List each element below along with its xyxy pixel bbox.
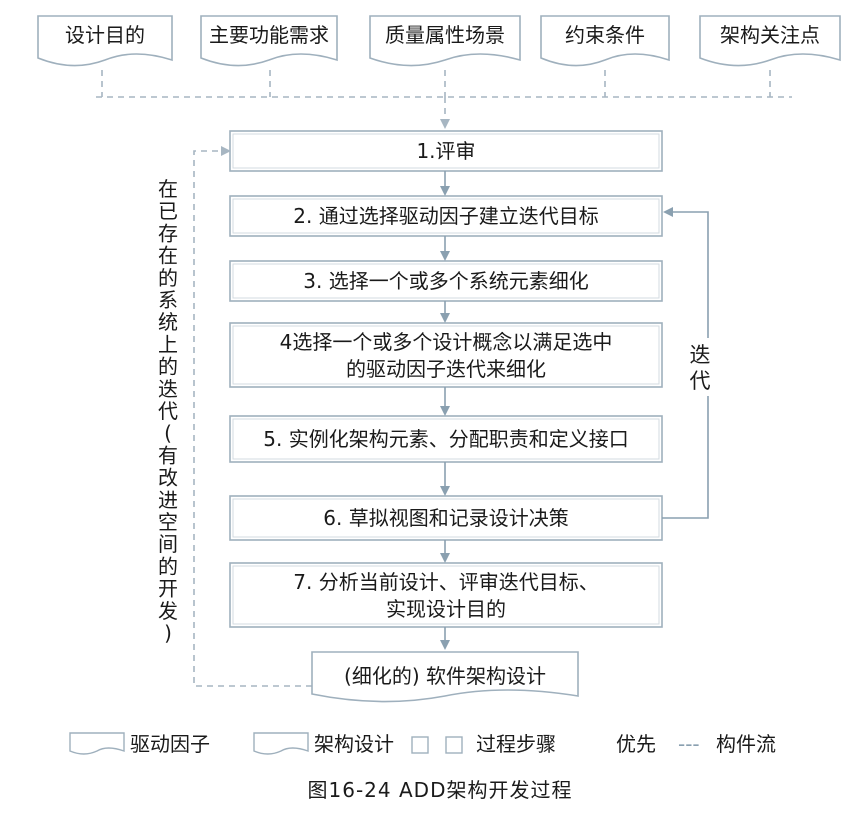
existing-system-label-char: ( bbox=[164, 421, 172, 445]
existing-system-label-bg bbox=[148, 172, 188, 642]
input-label: 质量属性场景 bbox=[385, 23, 505, 47]
input-doc-constraints: 约束条件 bbox=[540, 15, 670, 67]
existing-system-loop-arrow bbox=[193, 146, 312, 687]
iteration-loop: 迭 代 bbox=[662, 207, 724, 519]
step-box-inner bbox=[232, 565, 660, 625]
step-label: 5. 实例化架构元素、分配职责和定义接口 bbox=[263, 427, 628, 451]
step-box-inner bbox=[232, 198, 660, 234]
step-6-sketch-views: 6. 草拟视图和记录设计决策 bbox=[229, 495, 663, 541]
output-label: (细化的) 软件架构设计 bbox=[344, 664, 546, 688]
document-shape-icon bbox=[311, 651, 579, 703]
input-doc-architecture-concerns: 架构关注点 bbox=[699, 15, 841, 67]
legend-artifact-flow: 构件流 bbox=[716, 732, 776, 756]
existing-system-label-char: 间 bbox=[158, 532, 178, 556]
input-doc-design-purpose: 设计目的 bbox=[37, 15, 173, 67]
existing-system-label-char: 在 bbox=[158, 244, 178, 268]
existing-system-label-char: 在 bbox=[158, 177, 178, 201]
arch-design-legend-icon bbox=[253, 732, 309, 755]
step-label-line-2: 实现设计目的 bbox=[386, 597, 506, 621]
driver-legend-icon bbox=[69, 732, 125, 755]
box-legend-icon bbox=[445, 736, 463, 754]
step-box bbox=[229, 260, 663, 302]
box-legend-icon bbox=[411, 736, 429, 754]
step-7-analyze-design: 7. 分析当前设计、评审迭代目标、 实现设计目的 bbox=[229, 562, 663, 628]
figure-caption: 图16-24 ADD架构开发过程 bbox=[308, 778, 573, 802]
legend-process-step: 过程步骤 bbox=[476, 732, 556, 756]
legend-priority: 优先 bbox=[616, 732, 656, 756]
legend-arch-design: 架构设计 bbox=[314, 732, 394, 756]
step-label: 2. 通过选择驱动因子建立迭代目标 bbox=[293, 204, 598, 228]
step-box-inner bbox=[232, 498, 660, 538]
existing-system-label-char: 系 bbox=[158, 288, 178, 312]
iteration-label-char: 代 bbox=[690, 369, 711, 393]
input-doc-quality-attribute-scenarios: 质量属性场景 bbox=[369, 15, 521, 67]
existing-system-label-char: 统 bbox=[158, 310, 178, 334]
document-shape-icon bbox=[200, 15, 338, 67]
step-1-review: 1.评审 bbox=[229, 130, 663, 172]
step-box-inner bbox=[232, 133, 660, 169]
document-shape-icon bbox=[699, 15, 841, 67]
step-box bbox=[229, 495, 663, 541]
existing-system-label-char: 有 bbox=[158, 443, 178, 467]
input-documents: 设计目的 主要功能需求 质量属性场景 约束条件 架构关注点 bbox=[37, 15, 841, 67]
existing-system-label-char: 空 bbox=[158, 510, 178, 534]
document-shape-icon bbox=[540, 15, 670, 67]
step-3-choose-elements: 3. 选择一个或多个系统元素细化 bbox=[229, 260, 663, 302]
step-box bbox=[229, 195, 663, 237]
input-label: 设计目的 bbox=[65, 23, 145, 47]
input-label: 约束条件 bbox=[565, 23, 645, 47]
existing-system-label-char: 的 bbox=[158, 266, 178, 290]
step-label-line-2: 的驱动因子迭代来细化 bbox=[346, 357, 546, 381]
process-steps: 1.评审 2. 通过选择驱动因子建立迭代目标 3. 选择一个或多个系统元素细化 … bbox=[229, 130, 663, 628]
step-label-line-1: 7. 分析当前设计、评审迭代目标、 bbox=[293, 570, 598, 594]
existing-system-label-char: 已 bbox=[158, 199, 178, 223]
existing-system-label-char: 的 bbox=[158, 554, 178, 578]
step-box bbox=[229, 322, 663, 388]
input-label: 主要功能需求 bbox=[209, 23, 329, 47]
step-2-establish-iteration-goal: 2. 通过选择驱动因子建立迭代目标 bbox=[229, 195, 663, 237]
input-doc-functional-requirements: 主要功能需求 bbox=[200, 15, 338, 67]
document-shape-icon bbox=[369, 15, 521, 67]
input-collector bbox=[96, 70, 792, 129]
iteration-label-bg bbox=[680, 338, 724, 396]
existing-system-label-char: 存 bbox=[158, 221, 178, 245]
step-box bbox=[229, 562, 663, 628]
legend-artifact-flow-line: --- bbox=[678, 732, 700, 756]
legend-driver: 驱动因子 bbox=[130, 732, 210, 756]
input-label: 架构关注点 bbox=[720, 23, 820, 47]
existing-system-label-char: 改 bbox=[158, 466, 178, 490]
step-box-inner bbox=[232, 418, 660, 460]
step-label: 6. 草拟视图和记录设计决策 bbox=[323, 506, 568, 530]
step-box-inner bbox=[232, 325, 660, 385]
step-5-instantiate-elements: 5. 实例化架构元素、分配职责和定义接口 bbox=[229, 415, 663, 463]
existing-system-label-char: 进 bbox=[158, 488, 178, 512]
existing-system-label-char: ) bbox=[164, 621, 172, 645]
step-box-inner bbox=[232, 263, 660, 299]
step-label: 3. 选择一个或多个系统元素细化 bbox=[303, 269, 588, 293]
existing-system-label-char: 开 bbox=[158, 577, 178, 601]
legend: 驱动因子 架构设计 过程步骤 优先 --- 构件流 bbox=[69, 732, 776, 756]
existing-system-label-char: 代 bbox=[158, 399, 178, 423]
step-label-line-1: 4选择一个或多个设计概念以满足选中 bbox=[280, 330, 613, 354]
existing-system-label-char: 迭 bbox=[158, 377, 178, 401]
document-shape-icon bbox=[37, 15, 173, 67]
existing-system-label-char: 的 bbox=[158, 355, 178, 379]
existing-system-label-char: 上 bbox=[158, 332, 178, 356]
step-box bbox=[229, 415, 663, 463]
step-4-choose-design-concepts: 4选择一个或多个设计概念以满足选中 的驱动因子迭代来细化 bbox=[229, 322, 663, 388]
existing-system-label-char: 发 bbox=[158, 599, 178, 623]
iteration-label-char: 迭 bbox=[690, 343, 711, 367]
output-document: (细化的) 软件架构设计 bbox=[311, 651, 579, 703]
step-label: 1.评审 bbox=[416, 139, 475, 163]
